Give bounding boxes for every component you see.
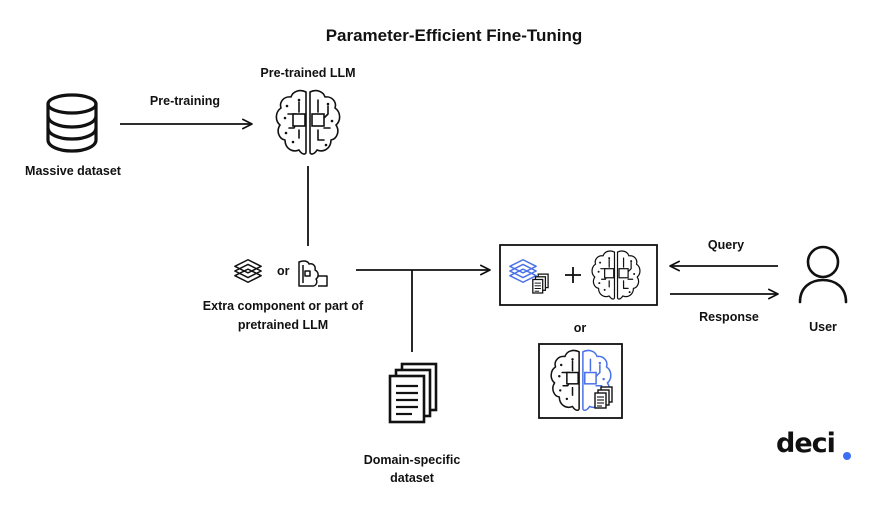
finetuned-or-label: or <box>573 321 587 335</box>
docs-icon <box>594 386 613 409</box>
dataset-label: Massive dataset <box>25 164 121 178</box>
docs-icon <box>532 273 549 294</box>
llm-label: Pre-trained LLM <box>260 66 356 80</box>
user-label: User <box>809 320 837 334</box>
query-label: Query <box>707 238 745 252</box>
deci-logo: deci <box>776 428 856 468</box>
plus-icon <box>565 267 581 283</box>
finetuned-part-box <box>538 343 623 419</box>
documents-stack-icon <box>388 362 438 424</box>
brain-part-icon <box>298 260 328 287</box>
domain-label-line1: Domain-specific <box>363 453 461 467</box>
pretraining-label: Pre-training <box>149 94 221 108</box>
logo-text: deci <box>776 428 836 459</box>
layers-icon <box>234 259 262 283</box>
component-or-label: or <box>277 264 290 278</box>
logo-dot <box>843 452 851 460</box>
finetuned-model-box <box>499 244 658 306</box>
page-title: Parameter-Efficient Fine-Tuning <box>325 26 583 45</box>
database-icon <box>46 93 98 153</box>
user-icon <box>798 245 848 304</box>
response-label: Response <box>699 310 759 324</box>
component-label-line1: Extra component or part of <box>202 299 364 313</box>
domain-label-line2: dataset <box>390 471 434 485</box>
brain-chip-icon <box>275 89 341 155</box>
component-label-line2: pretrained LLM <box>237 318 329 332</box>
